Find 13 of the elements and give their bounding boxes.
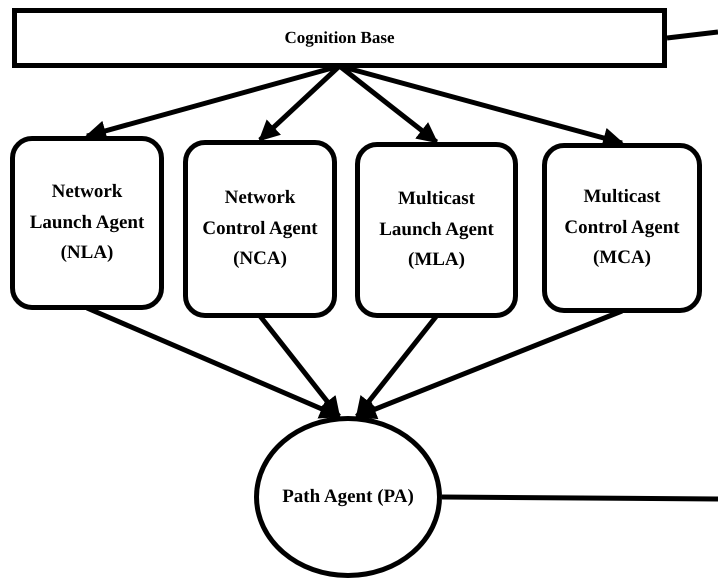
node-label: Network Launch Agent (NLA) bbox=[28, 180, 146, 266]
node-label: Multicast Control Agent (MCA) bbox=[563, 185, 681, 270]
node-label: Cognition Base bbox=[284, 27, 395, 50]
agent-box bbox=[10, 136, 164, 310]
connector-line bbox=[666, 30, 718, 40]
agent-box bbox=[183, 140, 337, 318]
node-label: Multicast Launch Agent (MLA) bbox=[378, 187, 495, 272]
agent-box bbox=[542, 143, 702, 313]
node-label: Network Control Agent (NCA) bbox=[201, 186, 319, 272]
agent-box bbox=[355, 142, 518, 318]
knowledge-base-box bbox=[12, 8, 667, 68]
connector-line bbox=[442, 494, 718, 502]
node-label: Path Agent (PA) bbox=[282, 484, 414, 509]
